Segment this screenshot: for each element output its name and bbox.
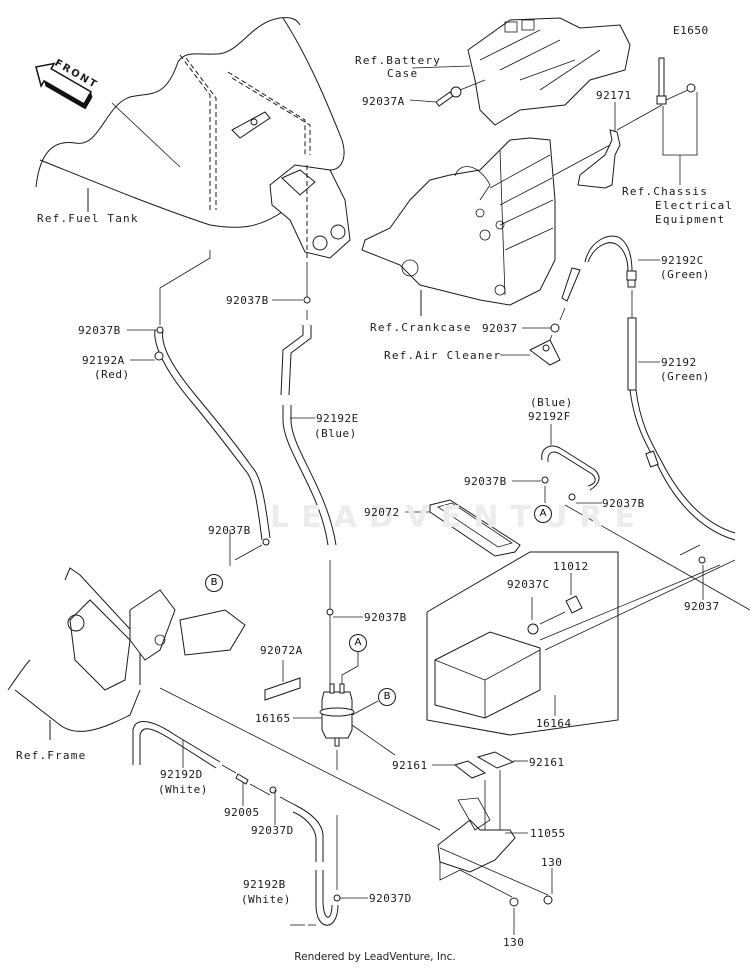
hose-92192E-blue [280,262,337,690]
wire-clamp-92171 [544,104,663,189]
bracket-11055 [437,797,553,935]
part-92192D-color: (White) [158,783,208,796]
ref-battery-case-label-1[interactable]: Ref.Battery [355,54,442,67]
chassis-electrical-rod [656,57,698,185]
fuel-tank-outline [35,17,345,228]
part-92037-right[interactable]: 92037 [684,600,720,613]
part-92192-color: (Green) [660,370,710,383]
canister-16164 [426,551,736,736]
part-92192C-color: (Green) [660,268,710,281]
clamp-92037B-left [156,326,164,334]
part-92192B-color: (White) [241,893,291,906]
watermark: LEADVENTURE [270,500,647,535]
connector-a-upper: A [534,505,552,523]
front-arrow-icon [35,62,93,110]
frame [7,567,441,831]
part-92072[interactable]: 92072 [364,506,400,519]
part-92192C[interactable]: 92192C [661,254,704,267]
part-92037B-f-left[interactable]: 92037B [464,475,507,488]
footer-credit: Rendered by LeadVenture, Inc. [294,951,456,963]
hose-92192A-red [154,250,271,561]
part-92192B[interactable]: 92192B [243,878,286,891]
clamp-92037-right [698,556,706,600]
part-92192E[interactable]: 92192E [316,412,359,425]
ref-chassis-label-1[interactable]: Ref.Chassis [622,185,709,198]
bolt-92037A [435,79,486,107]
part-11012[interactable]: 11012 [553,560,589,573]
ref-air-cleaner-label[interactable]: Ref.Air Cleaner [384,349,502,362]
connector-a-lower: A [349,634,367,652]
ref-chassis-label-3[interactable]: Equipment [655,213,726,226]
ref-crankcase-label[interactable]: Ref.Crankcase [370,321,472,334]
connector-b-left: B [205,574,223,592]
fuel-filter-16165 [319,650,396,890]
hose-92192C-green [561,235,637,318]
part-92037D-low[interactable]: 92037D [369,892,412,905]
battery-case [467,17,631,126]
part-92161-left[interactable]: 92161 [392,759,428,772]
pads-92161 [453,751,515,855]
connector-b-right: B [378,688,396,706]
ref-frame-label[interactable]: Ref.Frame [16,749,87,762]
part-92192A[interactable]: 92192A [82,354,125,367]
part-92192[interactable]: 92192 [661,356,697,369]
ref-battery-case-label-2[interactable]: Case [387,67,419,80]
part-92005[interactable]: 92005 [224,806,260,819]
part-92037B-left[interactable]: 92037B [78,324,121,337]
part-92192F[interactable]: 92192F [528,410,571,423]
clamp-92037-air-cleaner [529,307,566,366]
part-92192E-color: (Blue) [314,427,357,440]
part-92192F-color: (Blue) [530,396,573,409]
hose-92192D-white [132,721,296,825]
part-92037A[interactable]: 92037A [362,95,405,108]
crankcase [361,137,556,316]
hose-92192F-blue [541,424,750,611]
part-92037B-pump[interactable]: 92037B [364,611,407,624]
part-16165[interactable]: 16165 [255,712,291,725]
part-92171[interactable]: 92171 [596,89,632,102]
ref-fuel-tank-label[interactable]: Ref.Fuel Tank [37,212,139,225]
part-92192D[interactable]: 92192D [160,768,203,781]
part-92037B-low[interactable]: 92037B [208,524,251,537]
part-16164[interactable]: 16164 [536,717,572,730]
hose-92192B-white [292,804,341,926]
strap-92072A [264,660,301,701]
tank-bracket [269,164,351,260]
part-130-low[interactable]: 130 [503,936,525,949]
part-11055[interactable]: 11055 [530,827,566,840]
part-92072A[interactable]: 92072A [260,644,303,657]
part-92037-top[interactable]: 92037 [482,322,518,335]
part-92037B-mid[interactable]: 92037B [226,294,269,307]
part-130-right[interactable]: 130 [541,856,563,869]
diagram-code: E1650 [673,24,709,37]
ref-chassis-label-2[interactable]: Electrical [655,199,734,212]
part-92161-right[interactable]: 92161 [529,756,565,769]
part-92037B-f-right[interactable]: 92037B [602,497,645,510]
part-92192A-color: (Red) [94,368,130,381]
leader-lines [127,65,660,926]
hose-92192-green [627,317,736,556]
part-92037D-mid[interactable]: 92037D [251,824,294,837]
part-92037C[interactable]: 92037C [507,578,550,591]
